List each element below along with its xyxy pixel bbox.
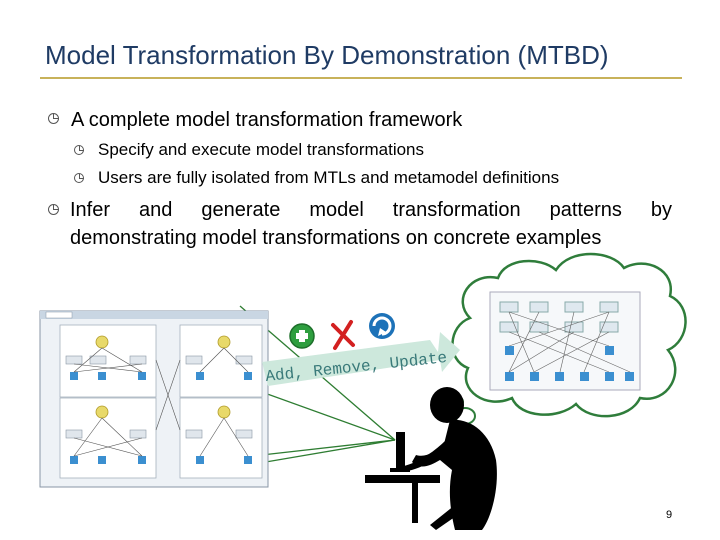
bullet-2-line-2: demonstrating model transformations on c… [70, 227, 602, 249]
cloud-model-diagram [489, 291, 641, 391]
bullet-icon [48, 204, 59, 215]
sub-bullet-1-text: Specify and execute model transformation… [98, 140, 425, 159]
bullet-2-line-1: Infer and generate model transformation … [70, 199, 672, 221]
slide-title: Model Transformation By Demonstration (M… [45, 40, 609, 70]
bullet-icon [74, 145, 84, 155]
sub-bullet-2-text: Users are fully isolated from MTLs and m… [98, 168, 560, 187]
page-number: 9 [666, 509, 673, 521]
remove-icon [331, 320, 355, 350]
bullet-icon [48, 113, 59, 124]
bullet-icon [74, 173, 84, 183]
operations-arrow [262, 332, 460, 386]
add-icon [289, 323, 315, 349]
update-icon [369, 313, 395, 339]
model-editor-screenshot [39, 310, 269, 488]
person-silhouette [365, 387, 497, 530]
bullet-2-text: Infer and generate model transformation … [70, 196, 672, 252]
title-divider [40, 77, 682, 79]
bullet-1-text: A complete model transformation framewor… [71, 109, 463, 131]
